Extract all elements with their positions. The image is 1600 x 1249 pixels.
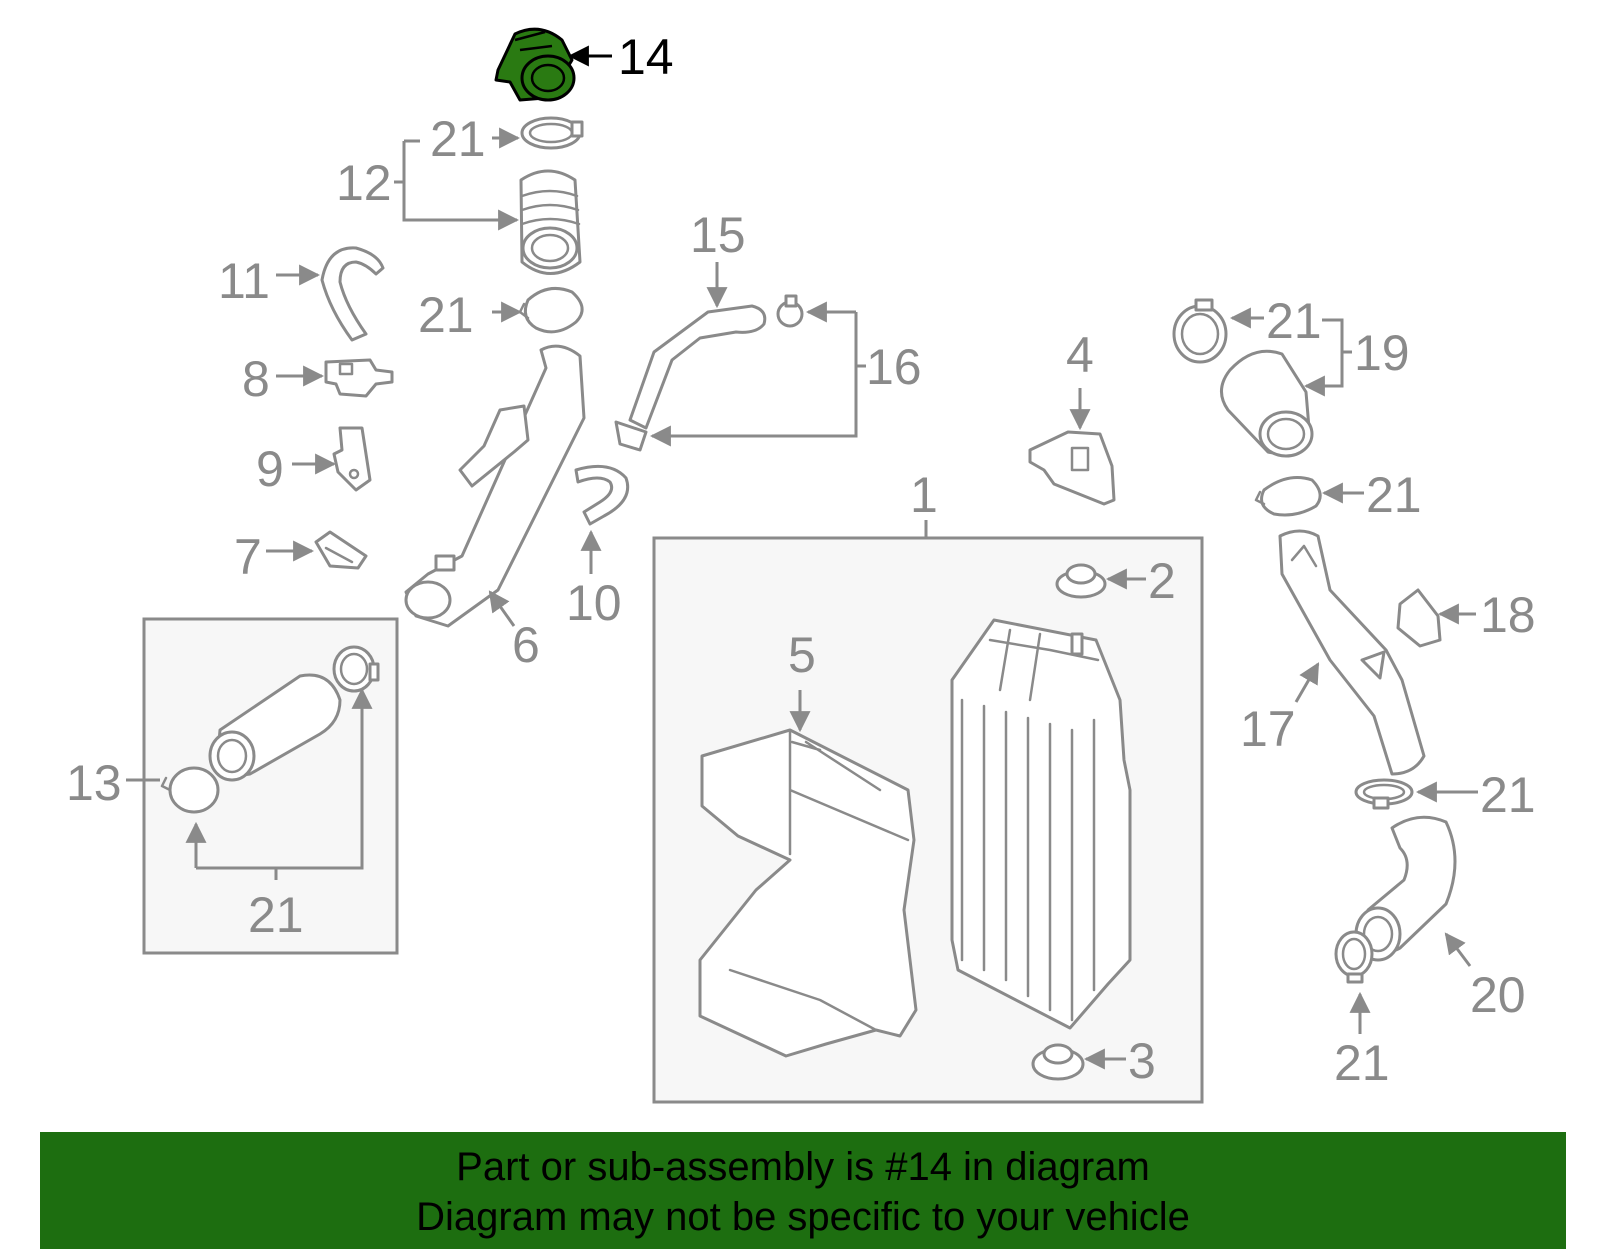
part-3-mount <box>1031 1043 1085 1081</box>
part-13-hose <box>208 673 342 782</box>
callout-3: 3 <box>1128 1033 1156 1089</box>
callout-6: 6 <box>512 617 540 673</box>
callout-15: 15 <box>690 207 746 263</box>
callout-10: 10 <box>566 575 622 631</box>
part-7-grommet <box>314 530 368 570</box>
banner-line-2: Diagram may not be specific to your vehi… <box>416 1195 1190 1239</box>
callout-21-e: 21 <box>1366 467 1422 523</box>
callout-21-b: 21 <box>418 287 474 343</box>
part-21-clamp-box-left <box>160 766 220 814</box>
part-6-pipe <box>404 344 586 628</box>
callout-21-c: 21 <box>248 887 304 943</box>
part-5-duct <box>698 728 918 1058</box>
part-21-clamp-bottom-right <box>1334 930 1374 984</box>
callout-12: 12 <box>336 155 392 211</box>
part-11-hose <box>320 246 385 342</box>
part-15-pipe <box>614 304 767 452</box>
callout-14: 14 <box>618 29 674 85</box>
part-10-hose <box>574 464 630 526</box>
callout-18: 18 <box>1480 587 1536 643</box>
callout-21-g: 21 <box>1334 1035 1390 1091</box>
part-14-throttle-body[interactable] <box>494 27 576 102</box>
callout-5: 5 <box>788 627 816 683</box>
part-20-hose <box>1354 815 1457 962</box>
callout-19: 19 <box>1354 325 1410 381</box>
part-21-clamp-19 <box>1172 298 1228 364</box>
part-21-clamp-20-top <box>1354 778 1414 810</box>
callout-13: 13 <box>66 755 122 811</box>
part-9-bracket <box>332 426 372 492</box>
part-16-clamp <box>776 294 804 328</box>
callout-20: 20 <box>1470 967 1526 1023</box>
part-1-intercooler <box>950 618 1132 1030</box>
part-12-hose <box>519 169 582 275</box>
callout-2: 2 <box>1148 553 1176 609</box>
part-19-hose <box>1220 349 1314 458</box>
callout-21-d: 21 <box>1266 293 1322 349</box>
part-17-pipe <box>1278 529 1426 776</box>
part-4-bracket <box>1028 430 1116 506</box>
part-18-bracket <box>1396 588 1442 648</box>
callout-16: 16 <box>866 339 922 395</box>
part-2-mount <box>1055 563 1107 599</box>
part-21-clamp-17-top <box>1254 476 1322 517</box>
callout-21-a: 21 <box>430 111 486 167</box>
callout-7: 7 <box>234 529 262 585</box>
part-8-sensor <box>324 358 394 398</box>
callout-1: 1 <box>910 467 938 523</box>
callout-17: 17 <box>1240 701 1296 757</box>
callout-9: 9 <box>256 441 284 497</box>
part-21-clamp-second <box>518 286 584 334</box>
banner-line-1: Part or sub-assembly is #14 in diagram <box>456 1145 1150 1189</box>
info-banner: Part or sub-assembly is #14 in diagram D… <box>40 1132 1566 1249</box>
callout-4: 4 <box>1066 327 1094 383</box>
callout-11: 11 <box>218 253 270 309</box>
callout-21-f: 21 <box>1480 767 1536 823</box>
callout-8: 8 <box>242 351 270 407</box>
part-21-clamp-top <box>520 116 584 150</box>
